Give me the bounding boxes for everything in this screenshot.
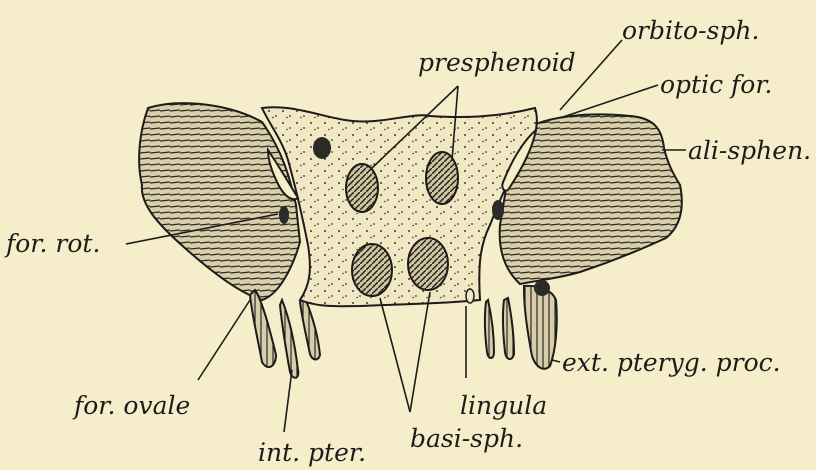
upper-left-fossa bbox=[346, 164, 378, 212]
leader-optic-for bbox=[560, 85, 658, 118]
right-lower-foramen bbox=[534, 280, 550, 296]
label-orbito-sph: orbito-sph. bbox=[622, 18, 759, 43]
right-foramen bbox=[492, 200, 504, 220]
label-for-ovale: for. ovale bbox=[74, 393, 190, 418]
label-int-pter: int. pter. bbox=[258, 440, 366, 465]
leader-int-pter bbox=[284, 370, 292, 432]
right-pterygoid-plate-mid bbox=[503, 298, 514, 359]
lingula-process bbox=[466, 289, 474, 303]
label-ali-sphen: ali-sphen. bbox=[688, 138, 811, 163]
label-ext-pteryg-proc: ext. pteryg. proc. bbox=[562, 350, 781, 375]
left-foramen-rotundum bbox=[279, 206, 289, 224]
upper-right-fossa bbox=[426, 152, 458, 204]
label-optic-for: optic for. bbox=[660, 72, 773, 97]
left-ext-pterygoid-plate bbox=[300, 298, 320, 359]
lower-right-fossa bbox=[408, 238, 448, 290]
left-pterygoid-plate bbox=[250, 290, 276, 367]
lower-left-fossa bbox=[352, 244, 392, 296]
leader-ext-pteryg bbox=[552, 360, 560, 362]
label-presphenoid: presphenoid bbox=[418, 50, 576, 75]
label-basi-sph: basi-sph. bbox=[410, 426, 523, 451]
left-int-pterygoid-plate bbox=[280, 300, 298, 378]
leader-basi-sph-right bbox=[410, 292, 430, 412]
right-ext-pterygoid-plate bbox=[524, 286, 557, 369]
label-lingula: lingula bbox=[460, 393, 547, 418]
leader-basi-sph-left bbox=[380, 298, 410, 412]
right-pterygoid-plate-inner bbox=[485, 300, 494, 358]
left-upper-foramen bbox=[313, 137, 331, 159]
leader-for-ovale bbox=[198, 300, 250, 380]
label-for-rot: for. rot. bbox=[6, 231, 100, 256]
